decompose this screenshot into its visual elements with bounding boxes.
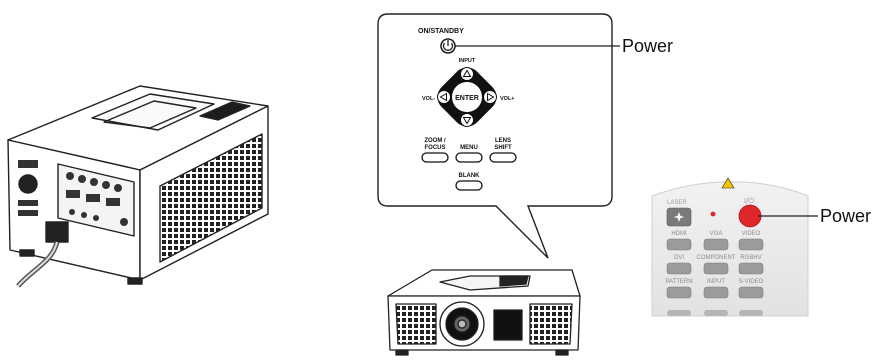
remote-button-input[interactable] [704,287,728,298]
lens-shift-label-line2: SHIFT [494,145,512,151]
remote-button-label-input: INPUT [707,279,725,285]
remote-button-label-hdmi: HDMI [671,231,687,237]
remote-button-label-pattern: PATTERN [665,279,692,285]
zoom-focus-label-line2: FOCUS [425,145,446,151]
laser-label: LASER [667,200,687,206]
remote-button-label-dvi: DVI [674,255,684,261]
lens-shift-button[interactable] [490,153,516,162]
remote-button-vga[interactable] [704,239,728,250]
vol-minus-label: VOL- [422,96,435,102]
remote-button-label-vga: VGA [710,231,723,237]
zoom-focus-button[interactable] [422,153,448,162]
remote-button-label-s-video: S-VIDEO [739,279,764,285]
menu-button[interactable] [456,153,482,162]
remote-button-video[interactable] [739,239,763,250]
lens-shift-label-line1: LENS [495,138,511,144]
remote-control: LASER I/⏻ HDMI VGA VIDEO DVI COMPONENT R… [652,178,818,316]
remote-button-label-rgbhv: RGBHV [740,255,761,261]
input-label: INPUT [459,58,476,64]
remote-power-button[interactable] [739,205,761,227]
callout-bubble [378,14,612,258]
input-up-button[interactable] [461,68,474,81]
vol-plus-button[interactable] [484,91,497,104]
control-panel-callout: ON/STANDBY ENTER [378,14,620,258]
down-button[interactable] [461,114,474,127]
remote-button-label-component: COMPONENT [697,255,736,261]
vol-minus-button[interactable] [438,91,451,104]
remote-button-s-video[interactable] [739,287,763,298]
blank-label: BLANK [459,173,481,179]
remote-button-rgbhv[interactable] [739,263,763,274]
remote-button-component[interactable] [704,263,728,274]
power-button[interactable] [441,39,455,53]
remote-button-pattern[interactable] [667,287,691,298]
remote-button-dvi[interactable] [667,263,691,274]
remote-button-hdmi[interactable] [667,239,691,250]
remote-button-label-video: VIDEO [742,231,761,237]
power-callout-label-control-panel: Power [622,36,673,57]
vol-plus-label: VOL+ [500,96,515,102]
power-callout-label-remote: Power [820,206,871,227]
zoom-focus-label-line1: ZOOM / [424,138,446,144]
on-standby-label: ON/STANDBY [418,28,464,35]
projector-front-illustration [388,270,580,355]
projector-rear-illustration [8,86,268,286]
menu-label: MENU [460,145,478,151]
blank-button[interactable] [456,181,482,190]
enter-button[interactable]: ENTER [455,95,479,102]
remote-power-symbol: I/⏻ [744,197,754,205]
